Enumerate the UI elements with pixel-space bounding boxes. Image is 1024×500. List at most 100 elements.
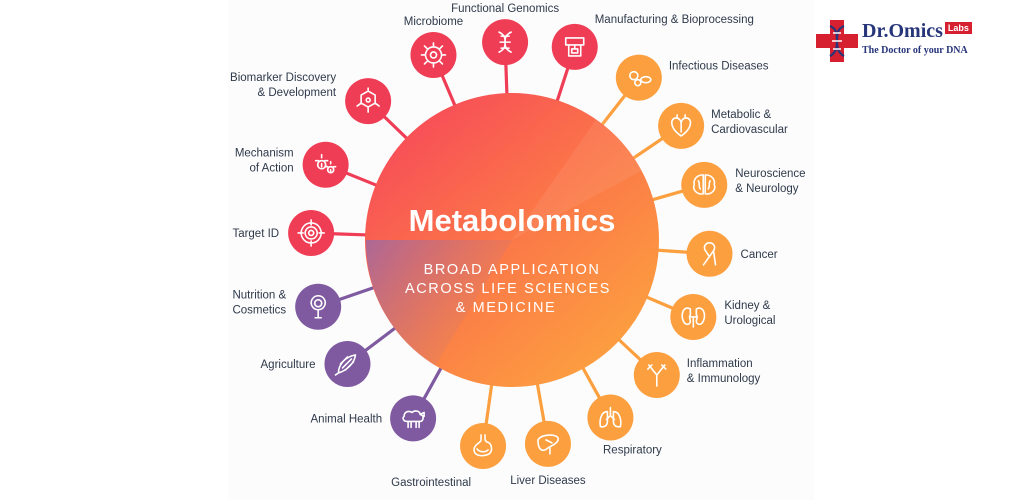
- node-label-neuroscience: Neuroscience: [735, 168, 805, 180]
- node-neuroscience: Neuroscience & Neurology: [681, 161, 806, 208]
- printer-icon: [564, 37, 585, 57]
- node-gastrointestinal: Gastrointestinal: [391, 422, 507, 489]
- connector-functional-genomics: [504, 64, 509, 96]
- connector-animal-health: [422, 366, 444, 400]
- node-infectious-diseases: Infectious Diseases: [615, 54, 769, 101]
- node-label-kidney: Kidney &: [724, 300, 770, 312]
- node-label-infectious-diseases: Infectious Diseases: [669, 61, 769, 73]
- node-circle-gastrointestinal: [460, 422, 507, 469]
- node-animal-health: Animal Health: [311, 395, 437, 442]
- connector-gastrointestinal: [484, 383, 494, 425]
- connector-lines: [333, 64, 688, 425]
- node-label-microbiome: Microbiome: [404, 16, 463, 28]
- node-cancer: Cancer: [686, 230, 778, 277]
- node-label-mechanism: Mechanism: [235, 148, 294, 160]
- heart-icon: [671, 114, 692, 137]
- node-label-mechanism: of Action: [250, 163, 294, 175]
- node-label-kidney: Urological: [724, 315, 775, 327]
- node-kidney: Kidney & Urological: [670, 293, 775, 340]
- node-label-neuroscience: & Neurology: [735, 183, 799, 195]
- bacteria-icon: [629, 70, 652, 87]
- connector-mechanism: [345, 171, 379, 188]
- connector-agriculture: [364, 325, 398, 353]
- node-label-metabolic-cardiovascular: Metabolic &: [711, 109, 771, 121]
- mirror-icon: [310, 294, 327, 319]
- node-circle-biomarker: [345, 78, 392, 125]
- corn-icon: [334, 354, 357, 376]
- hub-subtitle-line-1: BROAD APPLICATION: [424, 262, 601, 278]
- node-circle-neuroscience: [681, 161, 728, 208]
- node-circle-target-id: [288, 209, 335, 256]
- logo-tagline: The Doctor of your DNA: [862, 45, 968, 56]
- node-label-metabolic-cardiovascular: Cardiovascular: [711, 124, 788, 136]
- node-circle-cancer: [686, 230, 733, 277]
- node-label-nutrition: Nutrition &: [232, 290, 286, 302]
- molecule-icon: [356, 87, 380, 113]
- connector-microbiome: [440, 74, 457, 108]
- kidney-icon: [681, 307, 706, 328]
- node-label-cancer: Cancer: [741, 249, 778, 261]
- connector-target-id: [333, 232, 368, 237]
- microbe-icon: [420, 42, 447, 68]
- connector-kidney: [644, 295, 674, 310]
- connector-manufacturing: [555, 67, 570, 103]
- hub-purple-sector: [365, 240, 512, 366]
- node-label-respiratory: Respiratory: [603, 445, 662, 457]
- node-microbiome: Microbiome: [404, 16, 463, 78]
- hub-subtitle-line-2: ACROSS LIFE SCIENCES: [405, 281, 611, 297]
- connector-metabolic-cardiovascular: [631, 136, 664, 161]
- node-label-manufacturing: Manufacturing & Bioprocessing: [595, 14, 754, 26]
- node-label-agriculture: Agriculture: [261, 359, 316, 371]
- connector-inflammation: [616, 337, 642, 362]
- connector-respiratory: [580, 366, 602, 400]
- node-label-liver: Liver Diseases: [510, 475, 586, 487]
- node-label-target-id: Target ID: [232, 228, 279, 240]
- node-label-biomarker: & Development: [258, 87, 337, 99]
- node-respiratory: Respiratory: [587, 394, 662, 457]
- node-nutrition: Nutrition & Cosmetics: [232, 283, 342, 330]
- node-label-animal-health: Animal Health: [311, 413, 383, 425]
- node-label-gastrointestinal: Gastrointestinal: [391, 477, 471, 489]
- node-circle-respiratory: [587, 394, 634, 441]
- connector-biomarker: [382, 115, 409, 141]
- hub-title: Metabolomics: [409, 203, 616, 238]
- brain-icon: [692, 174, 716, 195]
- node-inflammation: Inflammation & Immunology: [633, 352, 761, 399]
- lungs-icon: [599, 406, 622, 428]
- node-target-id: Target ID: [232, 209, 335, 256]
- connector-neuroscience: [650, 189, 684, 202]
- node-mechanism: Mechanism of Action: [235, 141, 349, 188]
- gears-icon: [314, 153, 337, 174]
- antibody-icon: [647, 364, 667, 387]
- connector-infectious-diseases: [600, 94, 627, 127]
- hub-sheen-sector: [512, 114, 643, 240]
- connector-cancer: [656, 248, 688, 254]
- node-circle-microbiome: [410, 31, 457, 78]
- node-biomarker: Biomarker Discovery& Development: [230, 72, 392, 125]
- logo-name: Dr.Omics: [862, 20, 943, 42]
- node-circle-liver: [524, 420, 571, 467]
- connector-nutrition: [338, 285, 376, 302]
- node-label-nutrition: Cosmetics: [232, 305, 286, 317]
- logo-labs-badge: Labs: [944, 22, 972, 34]
- stomach-icon: [473, 434, 493, 457]
- node-label-functional-genomics: Functional Genomics: [451, 3, 559, 15]
- node-label-inflammation: & Immunology: [687, 373, 761, 385]
- ribbon-icon: [702, 242, 717, 266]
- liver-icon: [537, 434, 560, 455]
- node-metabolic-cardiovascular: Metabolic & Cardiovascular: [658, 102, 788, 149]
- node-manufacturing: Manufacturing & Bioprocessing: [551, 14, 754, 70]
- node-circle-infectious-diseases: [615, 54, 662, 101]
- node-label-inflammation: Inflammation: [687, 358, 753, 370]
- sheep-icon: [402, 410, 425, 429]
- node-agriculture: Agriculture: [261, 340, 371, 387]
- connector-liver: [535, 382, 546, 423]
- node-circle-animal-health: [390, 395, 437, 442]
- dna-icon: [498, 31, 512, 53]
- node-functional-genomics: Functional Genomics: [451, 3, 559, 66]
- target-icon: [297, 219, 325, 247]
